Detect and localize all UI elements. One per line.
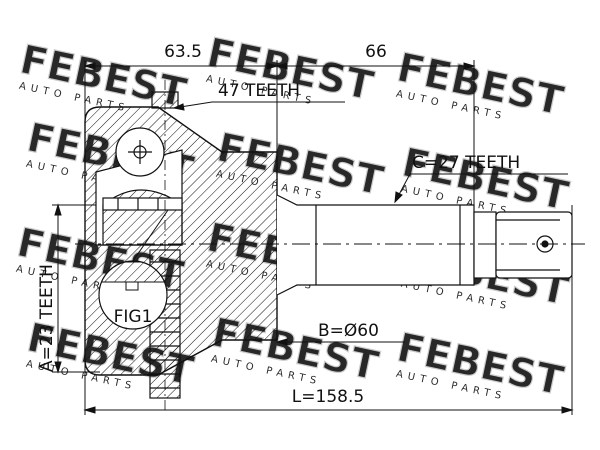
fig1-callout: FIG1 (98, 209, 169, 330)
dimension-line-66 (275, 62, 476, 70)
dimension-line-total (83, 406, 574, 414)
dimension-total-length: L=158.5 (292, 387, 364, 407)
bell-diameter-leader (275, 338, 405, 346)
dimension-line-63-5 (83, 62, 279, 70)
ball-bearing (115, 127, 165, 177)
outer-teeth-leader (172, 101, 345, 111)
fig1-label: FIG1 (114, 307, 153, 327)
inner-teeth-label: A=23 TEETH (37, 264, 57, 372)
dimension-63-5: 63.5 (164, 42, 202, 62)
outer-teeth-label: 47 TEETH (218, 81, 300, 101)
shaft-teeth-label: C=27 TEETH (412, 153, 520, 173)
inner-race (102, 189, 183, 246)
dimension-66: 66 (365, 42, 387, 62)
drive-shaft (276, 194, 573, 296)
bell-diameter-label: B=Ø60 (318, 321, 379, 341)
shaft-teeth-leader (394, 173, 568, 204)
